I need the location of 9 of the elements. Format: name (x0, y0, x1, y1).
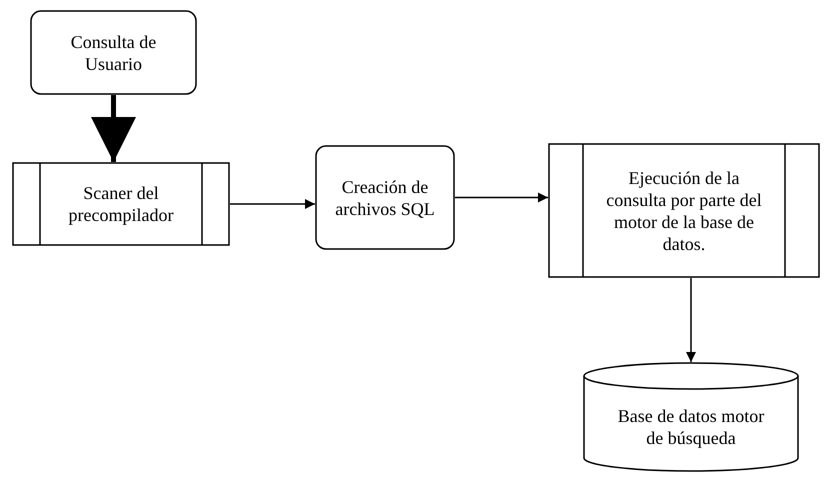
node-label: Base de datos motor de búsqueda (616, 405, 766, 449)
node-label: Scaner del precompilador (68, 182, 174, 226)
node-label: Consulta de Usuario (70, 30, 158, 74)
arrow (686, 278, 696, 362)
node-label: Ejecución de la consulta por parte del motor de la base de datos. (605, 166, 763, 254)
node-label: Creación de archivos SQL (335, 176, 435, 220)
arrow (455, 192, 548, 202)
arrow (91, 95, 136, 162)
arrow (230, 199, 315, 209)
